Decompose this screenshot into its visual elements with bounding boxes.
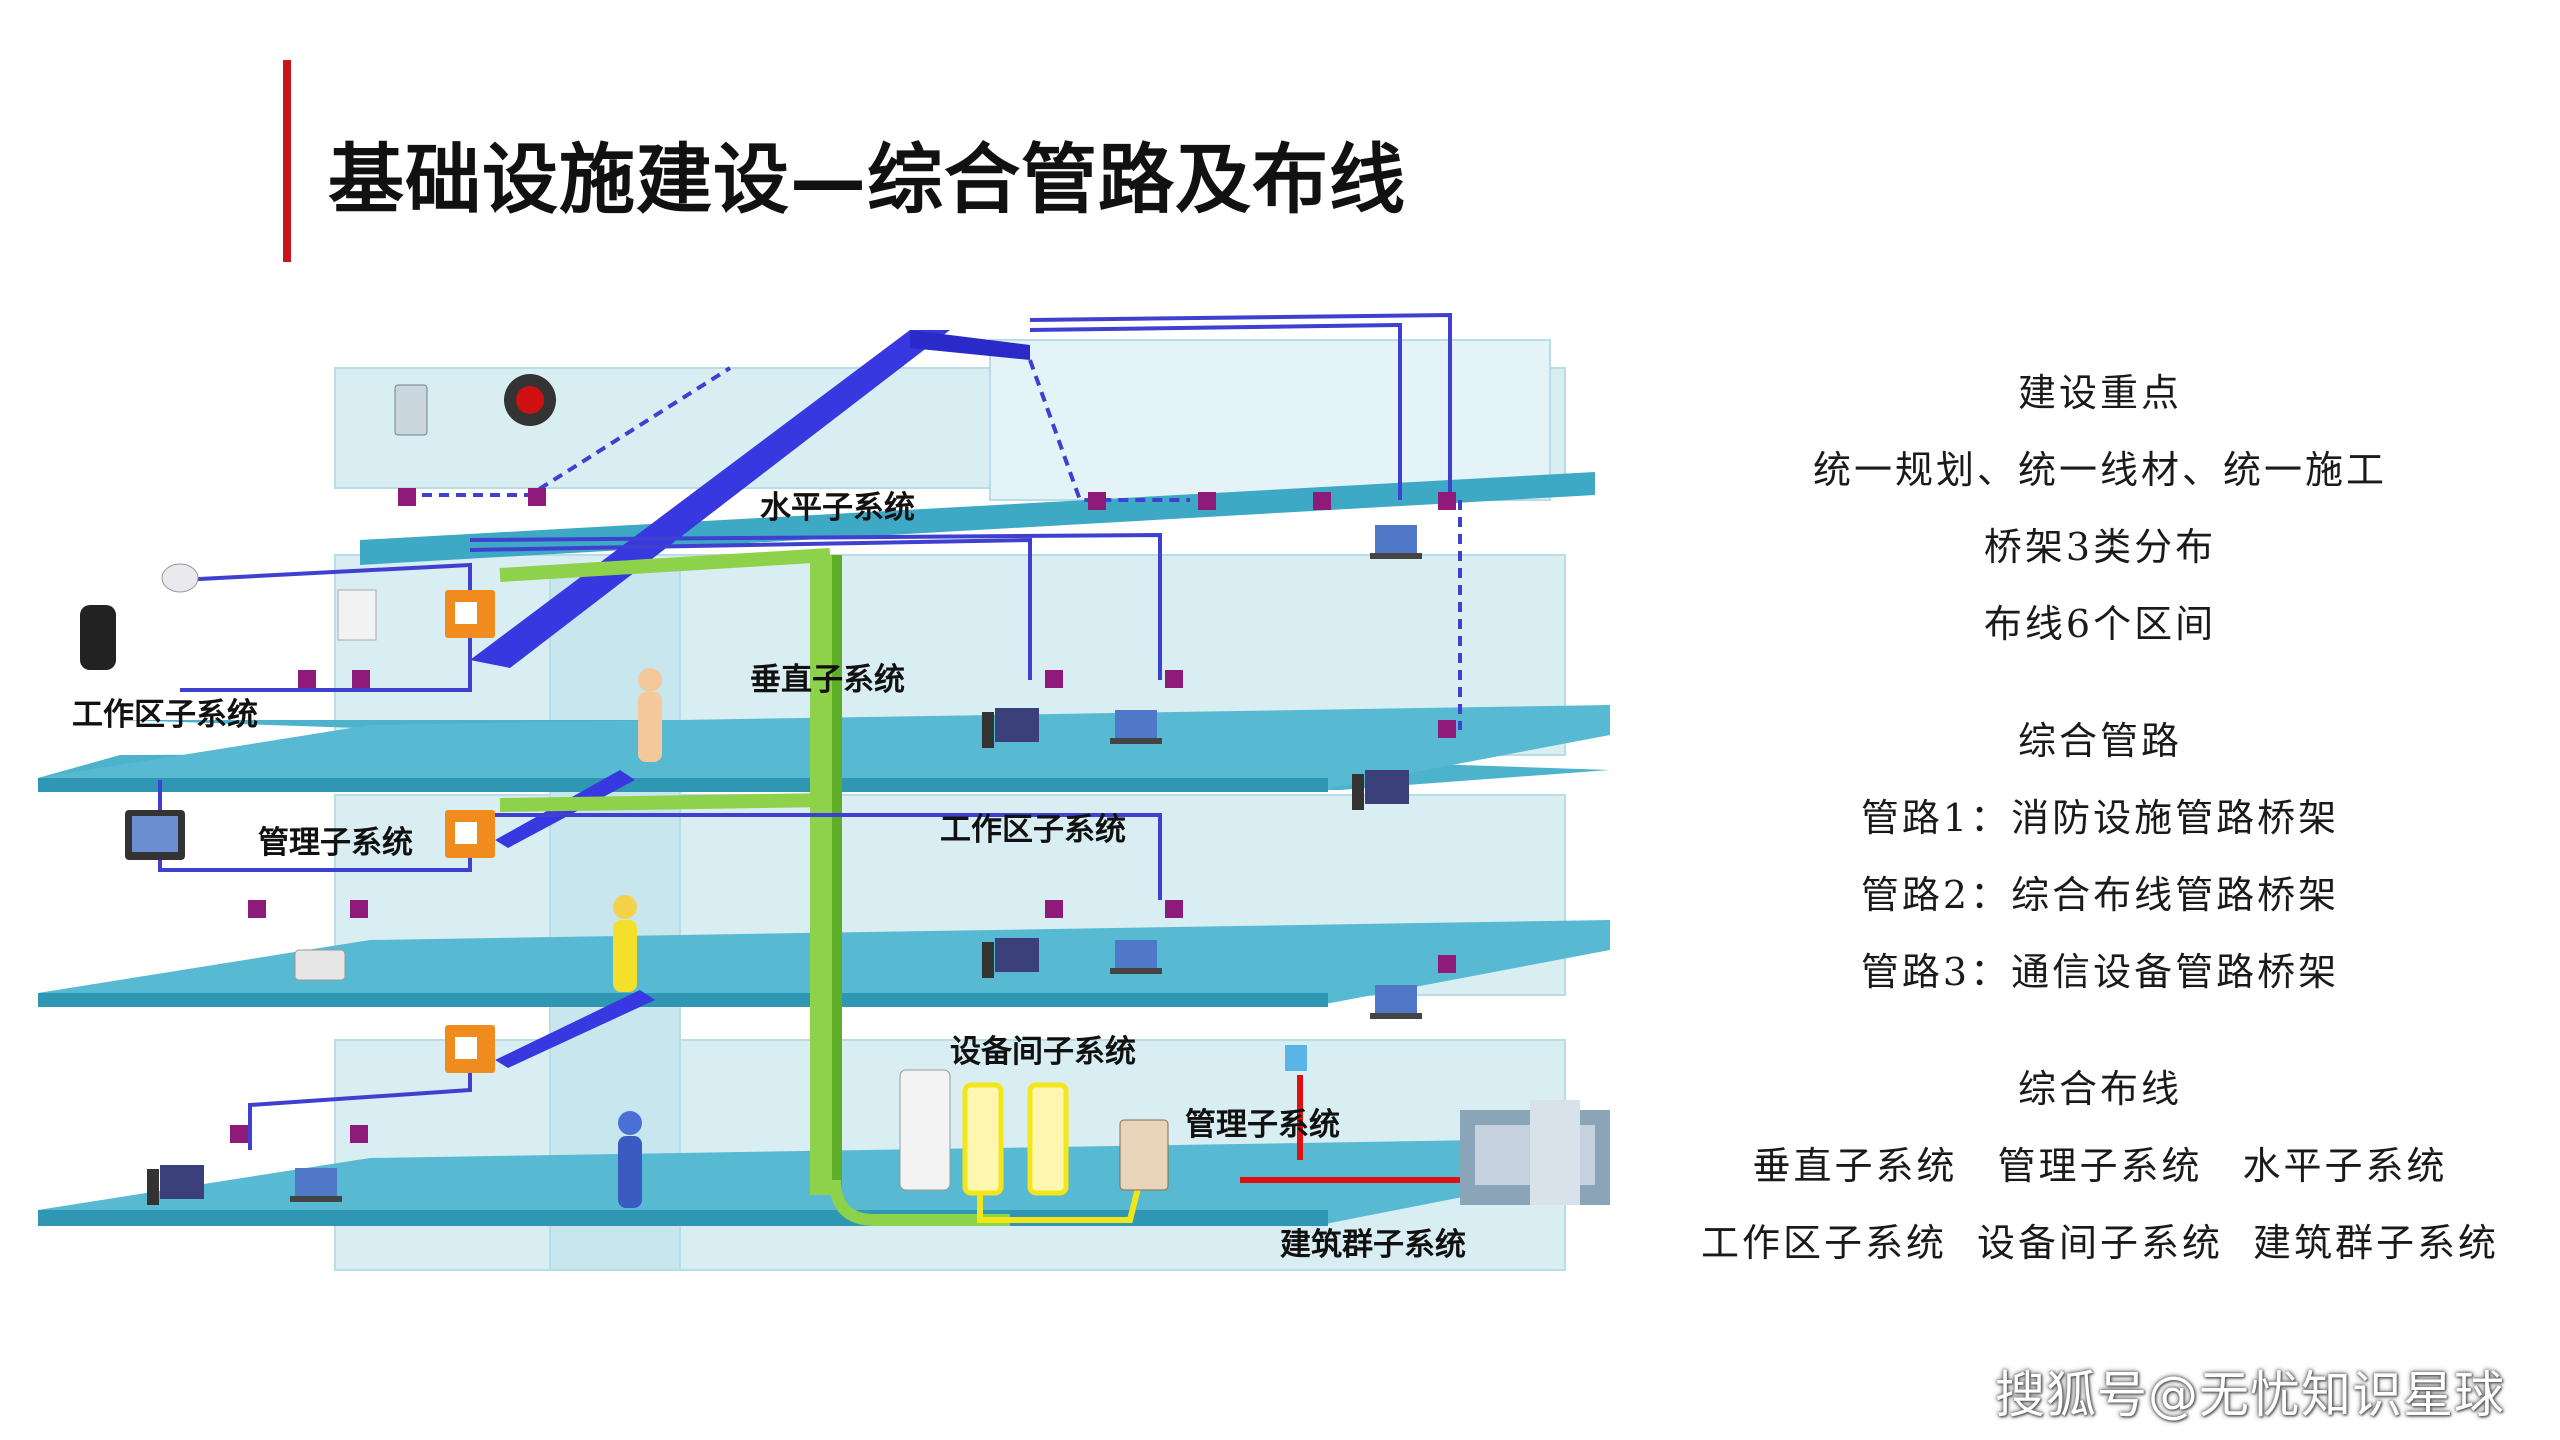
label-horizontal-subsystem: 水平子系统 xyxy=(760,490,915,526)
key-points-panel: 建设重点 统一规划、统一线材、统一施工 桥架3类分布 布线6个区间 综合管路 管… xyxy=(1660,355,2540,1322)
device-icons xyxy=(80,374,1422,1205)
cabling-item: 设备间子系统 xyxy=(1976,1221,2223,1265)
heading-pipelines: 综合管路 xyxy=(2017,719,2182,763)
cabling-item: 管理子系统 xyxy=(1997,1144,2203,1188)
label-work-area-mid: 工作区子系统 xyxy=(940,812,1126,848)
floor-slabs xyxy=(38,472,1610,1226)
heading-cabling: 综合布线 xyxy=(2017,1067,2182,1111)
label-management-mid: 管理子系统 xyxy=(258,825,413,861)
cabling-item: 水平子系统 xyxy=(2242,1144,2448,1188)
label-vertical-subsystem: 垂直子系统 xyxy=(750,662,905,698)
pipeline-item: 管路3：通信设备管路桥架 xyxy=(1860,950,2340,994)
cabling-item: 工作区子系统 xyxy=(1700,1221,1947,1265)
vertical-trunk xyxy=(499,548,1010,1226)
cabling-row: 工作区子系统 设备间子系统 建筑群子系统 xyxy=(1660,1205,2540,1282)
pipeline-item: 管路1：消防设施管路桥架 xyxy=(1860,796,2340,840)
outlets xyxy=(230,488,1456,1143)
cable-trays xyxy=(470,330,1030,1068)
label-management-low: 管理子系统 xyxy=(1185,1107,1340,1143)
label-building-group: 建筑群子系统 xyxy=(1280,1227,1466,1263)
section-key-points: 建设重点 统一规划、统一线材、统一施工 桥架3类分布 布线6个区间 xyxy=(1660,355,2540,663)
cabling-row: 垂直子系统 管理子系统 水平子系统 xyxy=(1660,1128,2540,1205)
section-pipelines: 综合管路 管路1：消防设施管路桥架 管路2：综合布线管路桥架 管路3：通信设备管… xyxy=(1660,703,2540,1011)
slide-title: 基础设施建设—综合管路及布线 xyxy=(328,135,1406,224)
key-point-item: 布线6个区间 xyxy=(1983,602,2217,646)
cabling-diagram: 水平子系统 垂直子系统 工作区子系统 工作区子系统 管理子系统 设备间子系统 管… xyxy=(38,312,1610,1271)
title-accent-bar xyxy=(283,60,291,262)
cabling-item: 垂直子系统 xyxy=(1752,1144,1958,1188)
person-icon xyxy=(613,668,662,1208)
heading-key-points: 建设重点 xyxy=(2017,371,2182,415)
key-point-item: 统一规划、统一线材、统一施工 xyxy=(1812,448,2387,492)
equipment-room xyxy=(899,1045,1470,1223)
cabling-item: 建筑群子系统 xyxy=(2253,1221,2500,1265)
label-work-area-top: 工作区子系统 xyxy=(72,697,258,733)
section-cabling: 综合布线 垂直子系统 管理子系统 水平子系统 工作区子系统 设备间子系统 建筑群… xyxy=(1660,1051,2540,1282)
building-icon xyxy=(1460,1100,1610,1205)
watermark: 搜狐号@无忧知识星球 xyxy=(1995,1366,2505,1424)
label-equipment-room: 设备间子系统 xyxy=(950,1034,1136,1070)
pipeline-item: 管路2：综合布线管路桥架 xyxy=(1860,873,2340,917)
key-point-item: 桥架3类分布 xyxy=(1983,525,2217,569)
